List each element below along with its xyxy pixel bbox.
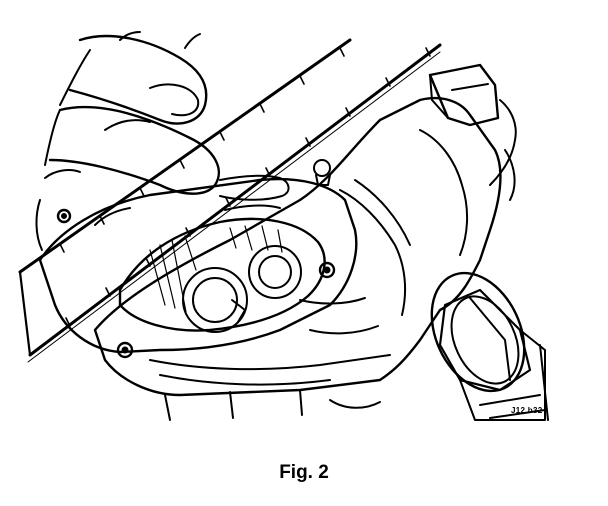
straight-edge <box>18 38 442 363</box>
figure-caption: Fig. 2 <box>279 462 329 483</box>
hand-fingers <box>44 31 290 211</box>
drive-shaft <box>430 271 549 421</box>
top-boss <box>428 63 517 201</box>
drawing-reference-code: J12 b32 <box>511 406 543 415</box>
flange-rim-left <box>35 119 151 251</box>
flange-plate <box>38 159 358 359</box>
technical-illustration <box>18 31 549 421</box>
